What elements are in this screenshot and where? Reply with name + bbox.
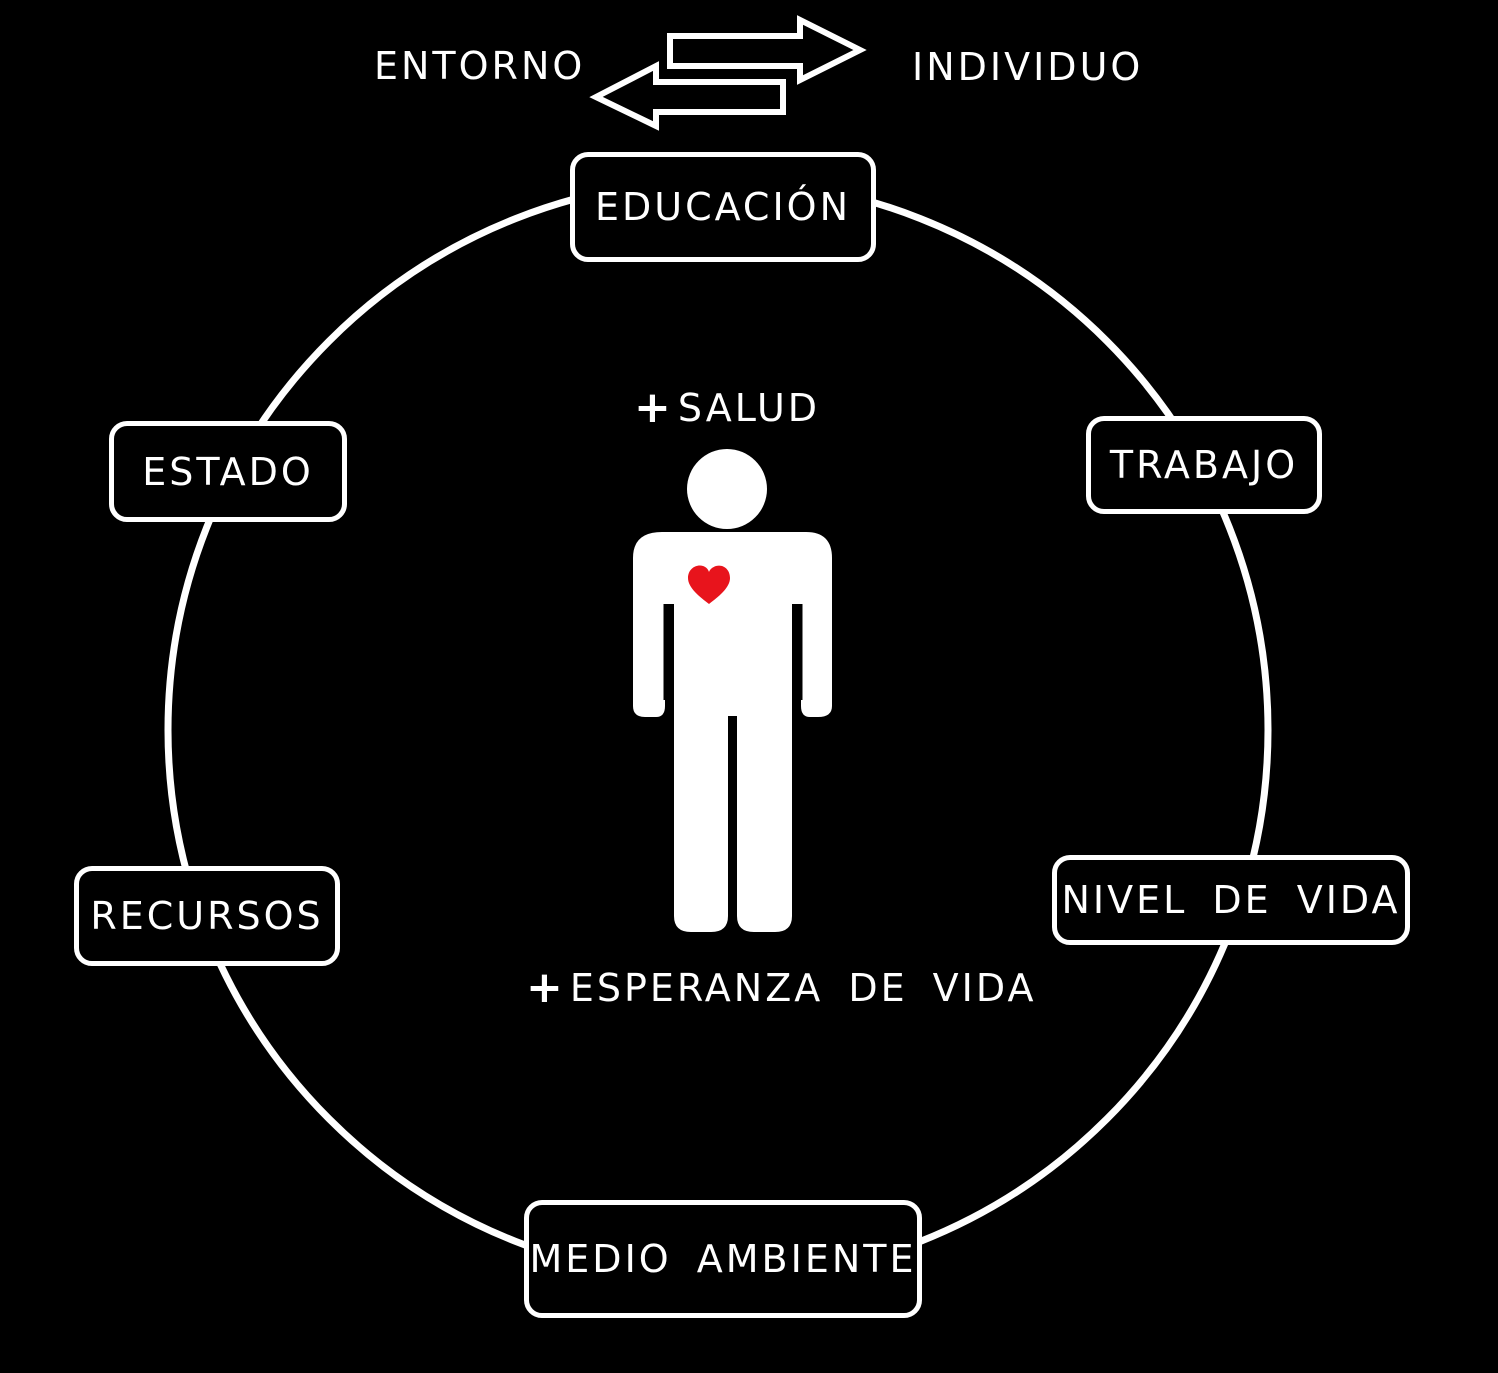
person-body [633,532,832,932]
individual-label: INDIVIDUO [912,45,1144,89]
person-icon [633,449,832,932]
heart-icon [688,565,730,604]
node-standard-of-living-label: NIVEL DE VIDA [1061,878,1401,922]
left-arrow-icon [589,61,786,131]
node-environment: MEDIO AMBIENTE [524,1200,922,1318]
node-standard-of-living: NIVEL DE VIDA [1052,855,1410,945]
node-resources: RECURSOS [74,866,340,966]
node-work-label: TRABAJO [1109,443,1299,487]
health-label: + SALUD [634,386,820,430]
bidirectional-arrows-icon [589,15,867,131]
life-expectancy-label: + ESPERANZA DE VIDA [526,966,1036,1010]
node-education-label: EDUCACIÓN [594,185,852,229]
node-state-label: ESTADO [142,449,314,494]
life-expectancy-text: ESPERANZA DE VIDA [569,966,1037,1010]
plus-icon: + [526,962,566,1013]
right-arrow-icon [667,15,867,85]
node-education: EDUCACIÓN [570,152,876,262]
node-resources-label: RECURSOS [90,894,324,938]
person-head [687,449,767,529]
plus-icon: + [634,382,674,433]
node-work: TRABAJO [1086,416,1322,514]
health-text: SALUD [677,386,821,430]
node-environment-label: MEDIO AMBIENTE [529,1237,917,1281]
node-state: ESTADO [109,421,347,522]
environment-label: ENTORNO [374,44,586,88]
